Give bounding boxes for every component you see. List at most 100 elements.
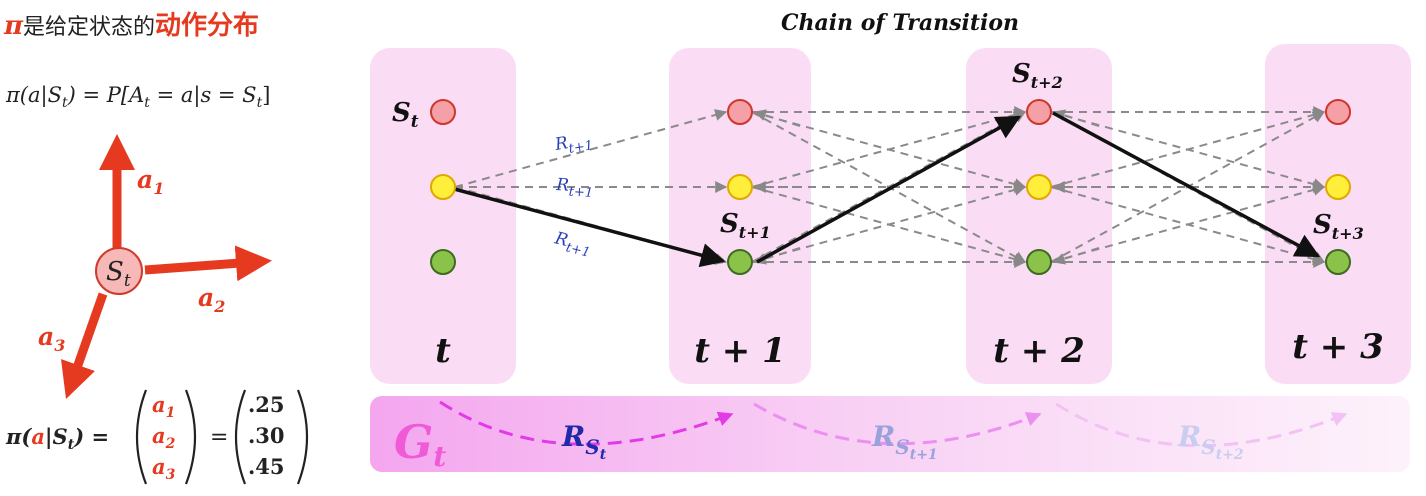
reward-label-sub: t+1 <box>568 138 594 157</box>
return-label-sub: t <box>433 440 446 473</box>
transition-edge-incoming <box>753 247 801 265</box>
return-label: Gt <box>394 415 446 473</box>
column-t <box>370 48 516 384</box>
chain-title: Chain of Transition <box>781 10 1019 36</box>
reward-term-text: R <box>871 420 895 453</box>
return-label-text: G <box>394 415 433 469</box>
reward-term-subsub: t+1 <box>910 447 938 463</box>
reward-term-text: R <box>1177 420 1201 453</box>
action-label-a3: a3 <box>38 322 65 355</box>
action-label-sub: 1 <box>153 179 164 198</box>
action-label-text: a <box>38 322 54 351</box>
right-paren-2 <box>296 389 309 485</box>
state-node-t-green <box>430 249 456 275</box>
action-label-sub: 3 <box>54 336 65 355</box>
vector-entry-a3: a3 <box>152 454 176 483</box>
action-arrow-a3 <box>61 292 108 399</box>
reward-term-subsub: t+2 <box>1216 447 1244 463</box>
reward-term-sub: S <box>1201 435 1215 459</box>
vector-entry-text: a <box>152 454 166 479</box>
policy-title: π是给定状态的动作分布 <box>3 11 259 41</box>
state-node-t-red <box>430 99 456 125</box>
column-t1 <box>669 48 811 384</box>
column-label-t3: t + 3 <box>1292 327 1384 367</box>
left-paren-2 <box>234 389 247 485</box>
reward-flow-arrow-3 <box>1055 402 1348 448</box>
policy-formula: π(a|St) = P[At = a|s = St] <box>5 83 270 111</box>
pi-symbol: π <box>3 11 24 41</box>
formula-sub: t <box>144 95 150 111</box>
probability-a1: .25 <box>248 392 285 417</box>
policy-path <box>442 111 1321 268</box>
reward-term-sub: S <box>895 435 909 459</box>
formula-sub: t <box>62 95 68 111</box>
vector-lhs-sub: t <box>68 437 75 453</box>
state-node-t3-yellow <box>1325 174 1351 200</box>
state-node-t2-red <box>1026 99 1052 125</box>
state-label-text: S <box>1012 59 1031 89</box>
state-label-sub: t+1 <box>739 223 771 242</box>
state-label-text: S <box>106 257 124 287</box>
action-label-a1: a1 <box>137 165 164 198</box>
transition-chain: Chain of Transition Rt+1 Rt+1 Rt+1 St St… <box>370 10 1411 384</box>
reward-label-sub: t+1 <box>568 185 593 201</box>
state-node-t3-green <box>1325 249 1351 275</box>
vector-equals: = <box>210 425 228 450</box>
vector-lhs-pi: π( <box>5 424 32 449</box>
transition-edge <box>454 109 728 188</box>
reward-label-middle: Rt+1 <box>555 175 594 201</box>
column-t3 <box>1265 44 1411 384</box>
action-label-sub: 2 <box>213 297 225 316</box>
action-label-a2: a2 <box>198 283 225 316</box>
reward-label-text: R <box>555 175 570 196</box>
transition-edge-incoming <box>753 109 801 127</box>
column-label-t: t <box>435 331 451 371</box>
vector-entry-a1: a1 <box>152 392 175 421</box>
formula-sub: t <box>257 95 263 111</box>
vector-lhs-rest: |S <box>45 424 68 449</box>
reward-label-sub: t+1 <box>564 240 591 260</box>
state-label-text: S <box>1313 210 1332 240</box>
vector-entry-sub: 2 <box>165 436 176 452</box>
reward-term-3: RSt+2 <box>1177 420 1244 463</box>
state-label-st3: St+3 <box>1313 210 1364 243</box>
title-emphasis-text: 动作分布 <box>155 11 259 41</box>
action-label-text: a <box>137 165 153 194</box>
formula-part: = a|s = S <box>150 83 257 108</box>
state-node-t3-red <box>1325 99 1351 125</box>
action-arrow-a2 <box>144 245 272 282</box>
state-label-sub: t+2 <box>1031 73 1063 92</box>
reward-flow-arrow-2 <box>753 402 1042 446</box>
return-bar-background <box>370 396 1410 472</box>
action-label-text: a <box>198 283 214 312</box>
probability-a3: .45 <box>248 454 285 479</box>
reward-labels: Rt+1 Rt+1 Rt+1 <box>551 133 594 261</box>
state-node-t-yellow <box>430 174 456 200</box>
transition-edge <box>751 109 1027 188</box>
transition-edge-incoming <box>1052 247 1100 265</box>
reward-label-bottom: Rt+1 <box>551 228 594 261</box>
state-node-t2-green <box>1026 249 1052 275</box>
vector-lhs-close: ) = <box>73 424 109 449</box>
state-node-t2-yellow <box>1026 174 1052 200</box>
current-state-node <box>95 247 143 295</box>
column-labels: t t + 1 t + 2 t + 3 <box>435 327 1384 371</box>
title-plain-text: 是给定状态的 <box>23 15 155 40</box>
reward-term-subsub: t <box>600 447 607 463</box>
current-state-label: St <box>106 257 131 291</box>
state-node-t1-green <box>727 249 753 275</box>
vector-lhs-a: a <box>31 424 45 449</box>
vector-entry-text: a <box>152 392 166 417</box>
formula-part: ] <box>262 83 270 107</box>
state-label-st1: St+1 <box>720 209 771 242</box>
reward-term-2: RSt+1 <box>871 420 938 463</box>
reward-flow-arrow-1 <box>439 400 734 446</box>
state-label-st2: St+2 <box>1012 59 1063 92</box>
column-label-t1: t + 1 <box>694 331 786 371</box>
state-labels: St St+1 St+2 St+3 <box>392 59 1364 243</box>
vector-entry-sub: 1 <box>166 405 176 421</box>
left-paren-1 <box>135 389 148 485</box>
return-bar: Gt RSt RSt+1 RSt+2 <box>370 396 1410 473</box>
state-node-t1-red <box>727 99 753 125</box>
state-label-sub: t <box>411 112 419 132</box>
